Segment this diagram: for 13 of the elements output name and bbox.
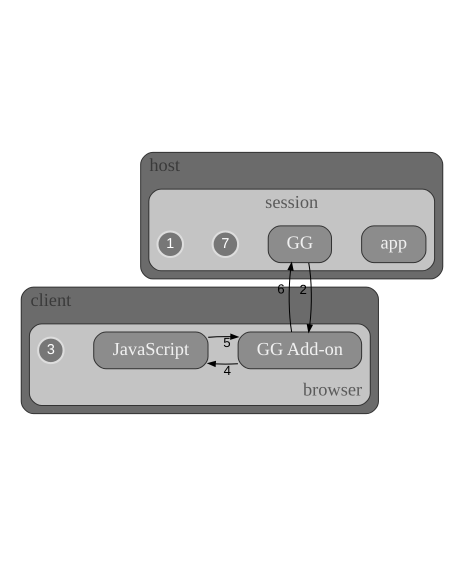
arrow [208, 332, 239, 340]
node-box: GG Add-on [237, 330, 362, 369]
label: 7 [220, 235, 229, 252]
node-box: app [360, 224, 426, 263]
arrow [286, 260, 294, 332]
label: 1 [166, 235, 174, 252]
node-box: JavaScript [92, 330, 208, 369]
arrow [206, 360, 238, 367]
edge-label: 5 [222, 334, 230, 350]
arrow [306, 262, 313, 333]
node-box: GG [267, 224, 332, 263]
label: 3 [46, 342, 54, 358]
edge-label: 4 [223, 362, 231, 378]
